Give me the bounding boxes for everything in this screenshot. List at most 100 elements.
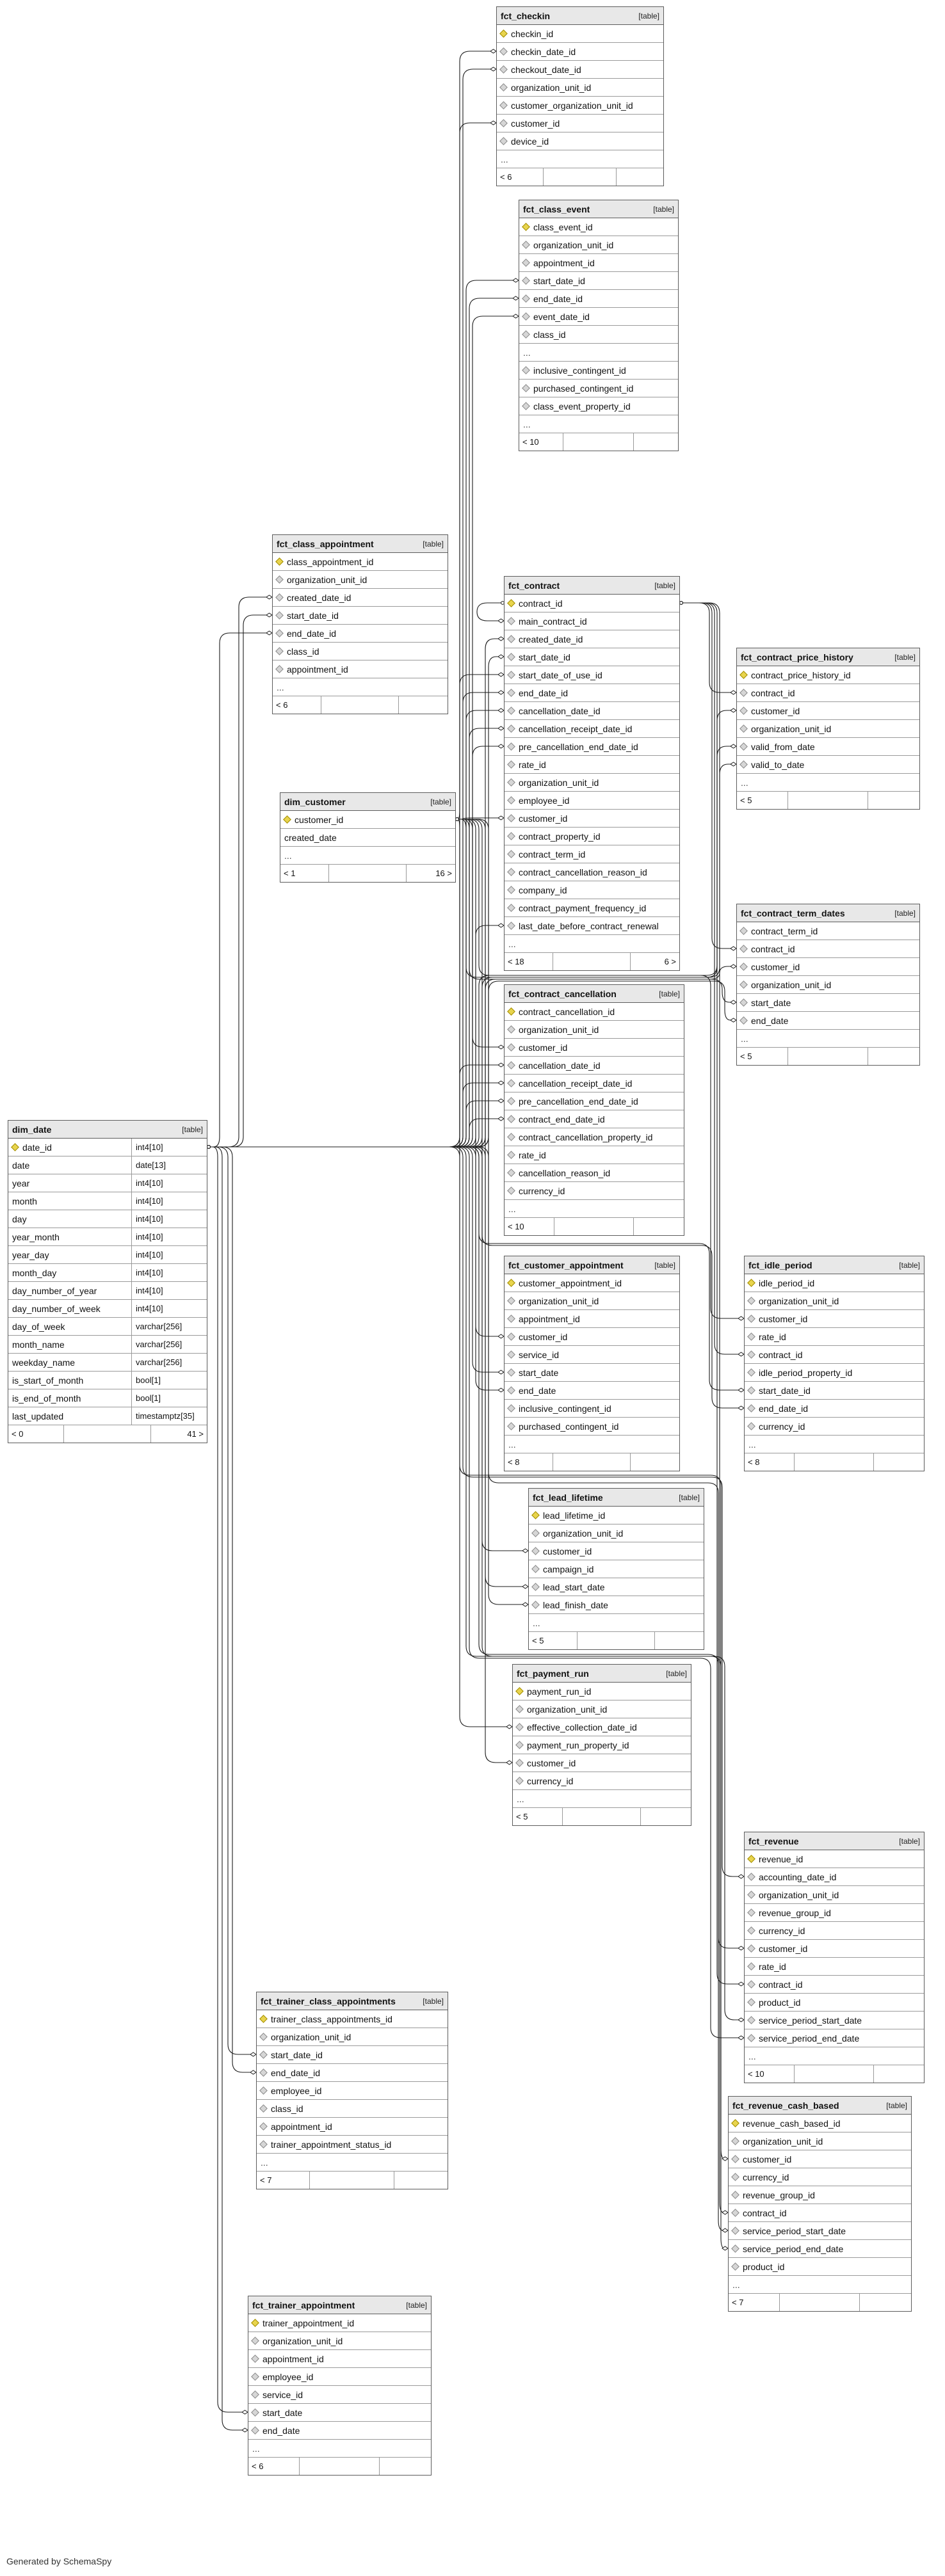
column-name: start_date_id xyxy=(533,275,585,286)
column-name: month_day xyxy=(12,1267,57,1278)
foreign-key-icon xyxy=(507,1422,515,1430)
column-row-rate_id: rate_id xyxy=(505,1146,684,1164)
column-name: contract_cancellation_property_id xyxy=(519,1132,653,1142)
generated-by-note: Generated by SchemaSpy xyxy=(6,2556,112,2566)
column-name: contract_property_id xyxy=(519,831,601,842)
table-header-dim_customer[interactable]: dim_customer [table] xyxy=(280,793,455,811)
column-name: date xyxy=(12,1160,30,1171)
column-name: customer_id xyxy=(751,961,800,972)
table-name[interactable]: fct_idle_period xyxy=(748,1260,812,1270)
column-row-customer_id: customer_id xyxy=(529,1542,704,1560)
column-row-ellipsis: ... xyxy=(737,774,919,792)
table-header-fct_contract_term_dates[interactable]: fct_contract_term_dates[table] xyxy=(737,904,919,922)
table-header-fct_contract_price_history[interactable]: fct_contract_price_history[table] xyxy=(737,648,919,666)
table-name[interactable]: dim_customer xyxy=(284,796,346,807)
table-name[interactable]: fct_lead_lifetime xyxy=(533,1492,603,1503)
column-name: customer_id xyxy=(519,1042,568,1053)
column-row-employee_id: employee_id xyxy=(257,2082,448,2100)
column-type: bool[1] xyxy=(131,1389,207,1407)
foreign-key-icon xyxy=(731,2155,739,2163)
column-name: currency_id xyxy=(519,1185,565,1196)
table-name[interactable]: fct_contract_cancellation xyxy=(508,988,617,999)
table-name[interactable]: fct_trainer_appointment xyxy=(252,2300,355,2310)
primary-key-icon xyxy=(507,1007,515,1016)
column-name: customer_id xyxy=(519,813,568,824)
column-row-revenue_group_id: revenue_group_id xyxy=(745,1904,924,1922)
column-row-start_date_of_use_id: start_date_of_use_id xyxy=(505,666,679,684)
column-row-ellipsis: ... xyxy=(280,847,455,865)
footer-spacer xyxy=(310,2172,394,2189)
column-name: end_date_id xyxy=(287,628,337,639)
table-name[interactable]: fct_class_appointment xyxy=(277,538,374,549)
foreign-key-icon xyxy=(507,617,515,625)
primary-key-icon xyxy=(507,599,515,607)
table-header-fct_trainer_appointment[interactable]: fct_trainer_appointment[table] xyxy=(248,2296,431,2314)
column-row-ellipsis: ... xyxy=(248,2440,431,2458)
table-footer: < 6 xyxy=(273,696,448,714)
foreign-key-icon xyxy=(747,1926,755,1935)
foreign-key-icon xyxy=(747,1962,755,1971)
foreign-key-icon xyxy=(747,1980,755,1988)
column-row-main_contract_id: main_contract_id xyxy=(505,612,679,630)
column-row-contract_price_history_id: contract_price_history_id xyxy=(737,666,919,684)
table-header-fct_customer_appointment[interactable]: fct_customer_appointment[table] xyxy=(505,1256,679,1274)
table-header-fct_revenue[interactable]: fct_revenue[table] xyxy=(745,1832,924,1850)
column-name: ... xyxy=(517,1793,524,1804)
table-name[interactable]: fct_trainer_class_appointments xyxy=(261,1996,396,2006)
table-name[interactable]: dim_date xyxy=(12,1124,52,1135)
table-header-fct_checkin[interactable]: fct_checkin [table] xyxy=(497,7,663,25)
table-name[interactable]: fct_checkin xyxy=(501,10,551,21)
table-type-tag: [table] xyxy=(638,11,659,20)
column-row-ellipsis: ... xyxy=(505,1436,679,1453)
table-header-dim_date[interactable]: dim_date[table] xyxy=(8,1121,207,1139)
table-header-fct_class_appointment[interactable]: fct_class_appointment[table] xyxy=(273,535,448,553)
column-row-revenue_group_id: revenue_group_id xyxy=(729,2186,911,2204)
foreign-key-icon xyxy=(522,402,530,410)
table-fct_contract_cancellation: fct_contract_cancellation[table] contract… xyxy=(504,984,684,1236)
table-header-fct_idle_period[interactable]: fct_idle_period[table] xyxy=(745,1256,924,1274)
table-name[interactable]: fct_revenue xyxy=(748,1836,799,1846)
table-header-fct_revenue_cash_based[interactable]: fct_revenue_cash_based[table] xyxy=(729,2097,911,2115)
table-header-fct_lead_lifetime[interactable]: fct_lead_lifetime[table] xyxy=(529,1489,704,1507)
table-name[interactable]: fct_contract xyxy=(508,580,560,591)
column-name: trainer_appointment_id xyxy=(262,2317,355,2328)
primary-key-icon xyxy=(11,1143,19,1151)
column-row-valid_to_date: valid_to_date xyxy=(737,756,919,774)
table-type-tag: [table] xyxy=(430,797,451,806)
table-header-fct_contract[interactable]: fct_contract[table] xyxy=(505,577,679,595)
column-row-service_id: service_id xyxy=(248,2386,431,2404)
column-name: contract_id xyxy=(519,598,563,609)
table-name[interactable]: fct_contract_term_dates xyxy=(741,908,845,918)
table-header-fct_contract_cancellation[interactable]: fct_contract_cancellation[table] xyxy=(505,985,684,1003)
column-row-purchased_contingent_id: purchased_contingent_id xyxy=(519,380,678,397)
table-name[interactable]: fct_class_event xyxy=(523,204,590,214)
footer-parents-count: < 10 xyxy=(519,433,564,451)
foreign-key-icon xyxy=(499,101,508,109)
fk-relationship-edge xyxy=(476,601,505,623)
foreign-key-icon xyxy=(531,1547,540,1555)
column-name: year_day xyxy=(12,1249,49,1260)
column-row-product_id: product_id xyxy=(745,1994,924,2012)
table-name[interactable]: fct_payment_run xyxy=(517,1668,589,1679)
foreign-key-icon xyxy=(747,2034,755,2042)
table-header-fct_trainer_class_appointments[interactable]: fct_trainer_class_appointments[table] xyxy=(257,1992,448,2010)
table-name[interactable]: fct_revenue_cash_based xyxy=(732,2100,839,2111)
column-row-organization_unit_id: organization_unit_id xyxy=(273,571,448,589)
foreign-key-icon xyxy=(747,1944,755,1953)
column-row-lead_finish_date: lead_finish_date xyxy=(529,1596,704,1614)
column-name: date_id xyxy=(22,1142,52,1153)
table-fct_contract_price_history: fct_contract_price_history[table]contrac… xyxy=(736,648,920,810)
table-name[interactable]: fct_contract_price_history xyxy=(741,652,853,662)
column-type: int4[10] xyxy=(131,1300,207,1317)
column-row-start_date_id: start_date_id xyxy=(505,648,679,666)
column-type: int4[10] xyxy=(131,1192,207,1210)
foreign-key-icon xyxy=(251,2426,259,2435)
table-header-fct_payment_run[interactable]: fct_payment_run[table] xyxy=(513,1665,691,1683)
table-header-fct_class_event[interactable]: fct_class_event[table] xyxy=(519,200,678,218)
column-row-contract_cancellation_reason_id: contract_cancellation_reason_id xyxy=(505,863,679,881)
column-row-currency_id: currency_id xyxy=(505,1182,684,1200)
table-name[interactable]: fct_customer_appointment xyxy=(508,1260,624,1270)
column-name: revenue_cash_based_id xyxy=(743,2118,841,2129)
